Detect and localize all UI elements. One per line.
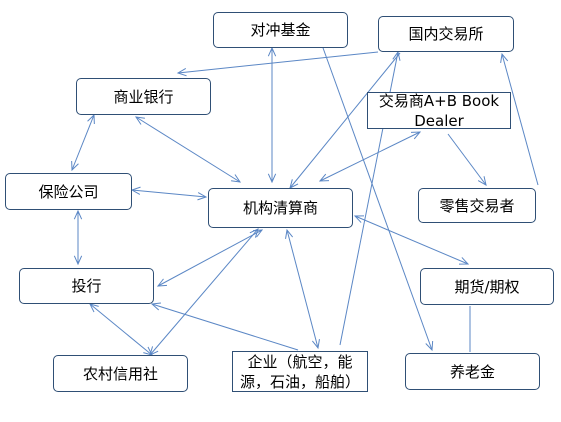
connector-corporate-to-investment-bank <box>150 302 299 351</box>
connector-line <box>151 303 299 351</box>
node-rural-credit: 农村信用社 <box>53 355 188 392</box>
connector-line <box>177 51 379 74</box>
connector-clearing-broker-to-rural-credit <box>149 228 259 356</box>
connector-line <box>286 229 319 349</box>
arrowhead <box>150 302 161 311</box>
connector-clearing-broker-to-investment-bank <box>156 229 264 287</box>
arrowhead <box>156 278 168 287</box>
connector-dealer-to-retail-trader <box>447 133 487 186</box>
connector-line <box>89 303 153 356</box>
connector-clearing-broker-to-corporate <box>285 228 320 350</box>
arrowhead <box>71 160 79 172</box>
arrowhead <box>130 186 141 195</box>
arrowhead <box>73 255 83 266</box>
connector-line <box>319 131 421 182</box>
node-corporate: 企业（航空，能源，石油，船舶） <box>232 351 368 392</box>
connector-insurance-to-investment-bank <box>73 209 83 266</box>
node-retail-trader: 零售交易者 <box>418 188 536 223</box>
connector-commercial-bank-to-insurance <box>71 113 95 172</box>
arrowhead <box>249 228 259 238</box>
node-clearing-broker: 机构清算商 <box>208 188 353 228</box>
arrowhead <box>89 303 99 313</box>
node-domestic-exchange: 国内交易所 <box>378 16 514 52</box>
connector-investment-bank-to-rural-credit <box>89 303 153 356</box>
connector-commercial-bank-to-clearing-broker <box>134 116 242 183</box>
connector-line <box>157 229 263 287</box>
connector-line <box>317 33 433 351</box>
arrowhead <box>87 113 95 125</box>
arrowhead <box>197 192 208 201</box>
connector-line <box>149 228 259 356</box>
connector-dealer-to-clearing-broker <box>318 131 422 182</box>
arrowhead <box>392 50 401 61</box>
arrowhead <box>311 339 320 350</box>
connector-line <box>447 133 487 186</box>
node-commercial-bank: 商业银行 <box>76 78 211 115</box>
connector-line <box>135 116 241 183</box>
connector-insurance-to-clearing-broker <box>130 186 208 201</box>
arrowhead <box>458 257 470 265</box>
arrowhead <box>318 173 330 182</box>
node-hedge-fund: 对冲基金 <box>213 12 348 48</box>
connector-hedge-fund-to-pension <box>317 33 434 352</box>
connector-line <box>131 189 207 198</box>
connector-hedge-fund-to-clearing-broker <box>267 46 277 184</box>
arrowhead <box>176 68 187 77</box>
node-insurance: 保险公司 <box>5 173 132 210</box>
arrowhead <box>267 46 277 57</box>
connector-line <box>71 114 95 171</box>
arrowhead <box>285 228 294 239</box>
arrowhead <box>73 209 83 220</box>
node-futures-options: 期货/期权 <box>420 268 554 305</box>
connector-domestic-exchange-to-commercial-bank <box>176 51 379 77</box>
connector-line <box>289 52 401 189</box>
node-dealer: 交易商A+B Book Dealer <box>367 92 511 130</box>
arrowhead <box>353 215 365 223</box>
arrowhead <box>500 52 509 63</box>
connector-line <box>501 53 539 186</box>
arrowhead <box>425 340 434 352</box>
node-pension: 养老金 <box>405 353 540 390</box>
arrowhead <box>267 173 277 184</box>
arrowhead <box>410 131 422 140</box>
node-investment-bank: 投行 <box>19 268 154 304</box>
arrowhead <box>134 116 145 125</box>
connector-clearing-broker-to-futures-options <box>353 215 470 265</box>
arrowhead <box>477 176 487 186</box>
arrowhead <box>231 174 242 183</box>
connector-retail-trader-to-domestic-exchange <box>500 52 539 186</box>
connector-line <box>354 215 469 265</box>
